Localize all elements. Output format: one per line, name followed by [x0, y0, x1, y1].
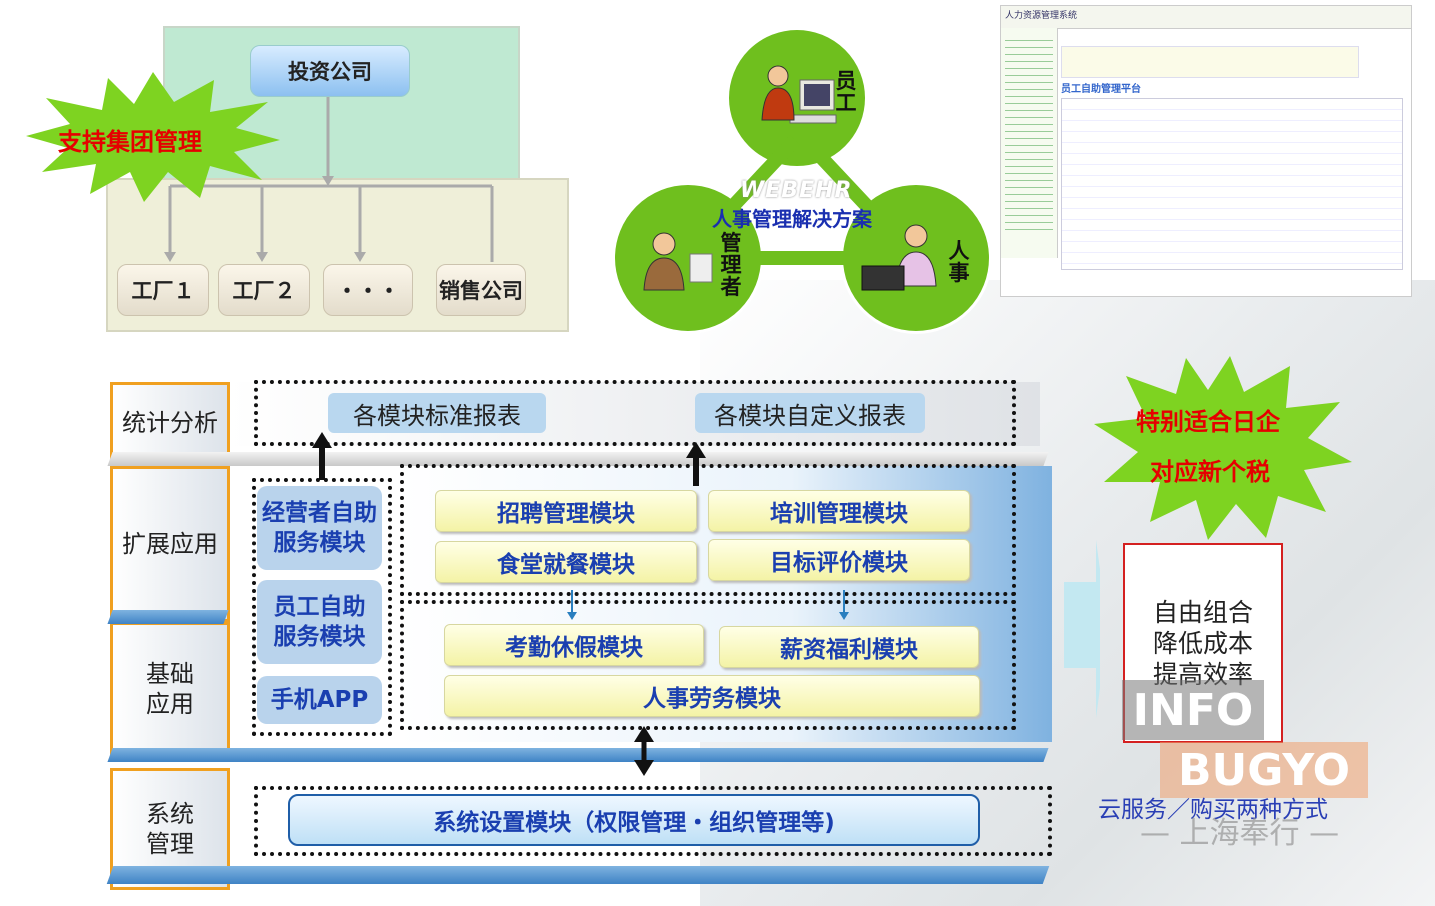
hr-label: 人事: [948, 239, 970, 285]
org-connectors: [164, 95, 494, 262]
app-sidebar: [1001, 28, 1058, 258]
app-title-bar: 人力资源管理系统: [1001, 6, 1411, 29]
standard-reports: 各模块标准报表: [328, 393, 546, 433]
basic-layer-label: 基础 应用: [110, 622, 230, 756]
employee-label: 员工: [835, 69, 857, 115]
japan-badge-line1: 特别适合日企: [1136, 408, 1280, 436]
manager-self-service-module: 经营者自助 服务模块: [257, 486, 382, 570]
stats-dotted-frame: [254, 380, 1016, 446]
app-form: [1061, 98, 1403, 270]
app-panel-title: 员工自助管理平台: [1061, 84, 1141, 95]
personnel-module: 人事劳务模块: [444, 675, 980, 717]
system-slab: [106, 866, 1050, 884]
factory-more-node: ・・・: [323, 264, 413, 316]
solution-connectors: [643, 65, 937, 291]
factory-1-node: 工厂１: [117, 264, 209, 316]
group-management-badge: 支持集团管理: [58, 128, 202, 156]
basic-slab: [107, 748, 1049, 762]
stats-layer-label: 统计分析: [110, 382, 230, 464]
investment-company-node: 投资公司: [250, 45, 410, 97]
custom-reports: 各模块自定义报表: [695, 393, 925, 433]
watermark-info: INFO: [1122, 680, 1264, 740]
training-module: 培训管理模块: [708, 490, 970, 532]
mobile-app-module: 手机APP: [257, 676, 382, 724]
payroll-module: 薪资福利模块: [719, 626, 979, 668]
system-dotted-frame: [254, 786, 1052, 856]
watermark-shanghai: — 上海奉行 —: [1140, 816, 1340, 851]
self-service-dotted-frame: [252, 478, 392, 736]
benefit-cost: 降低成本: [1152, 629, 1253, 658]
extended-layer-label: 扩展应用: [110, 466, 230, 622]
japan-badge-line2: 对应新个税: [1150, 458, 1270, 486]
japan-badge-shape: [1094, 356, 1352, 540]
manager-label: 管理者: [720, 231, 742, 299]
canteen-module: 食堂就餐模块: [435, 541, 697, 583]
recruitment-module: 招聘管理模块: [435, 490, 697, 532]
extended-slab: [107, 610, 229, 624]
delivery-options: 云服务／购买两种方式: [1098, 797, 1328, 823]
app-shortcut-panel: [1061, 46, 1359, 78]
solution-title: 人事管理解决方案: [712, 207, 872, 231]
watermark-bugyo: BUGYO: [1160, 742, 1368, 798]
system-settings-module: 系统设置模块（权限管理・组织管理等): [288, 794, 980, 846]
basic-dotted-frame: [400, 600, 1016, 730]
webehr-logo: WEBEHR: [740, 178, 853, 203]
goal-evaluation-module: 目标评价模块: [708, 539, 970, 581]
benefit-flexible: 自由组合: [1152, 598, 1253, 627]
extended-dotted-frame: [400, 464, 1016, 596]
employee-self-service-module: 员工自助 服务模块: [257, 580, 382, 664]
group-starburst-shape: [26, 72, 280, 202]
app-screenshot: 人力资源管理系统 员工自助管理平台: [1000, 5, 1412, 297]
attendance-module: 考勤休假模块: [444, 624, 704, 666]
sales-company-node: 销售公司: [436, 264, 526, 316]
factory-2-node: 工厂２: [218, 264, 310, 316]
